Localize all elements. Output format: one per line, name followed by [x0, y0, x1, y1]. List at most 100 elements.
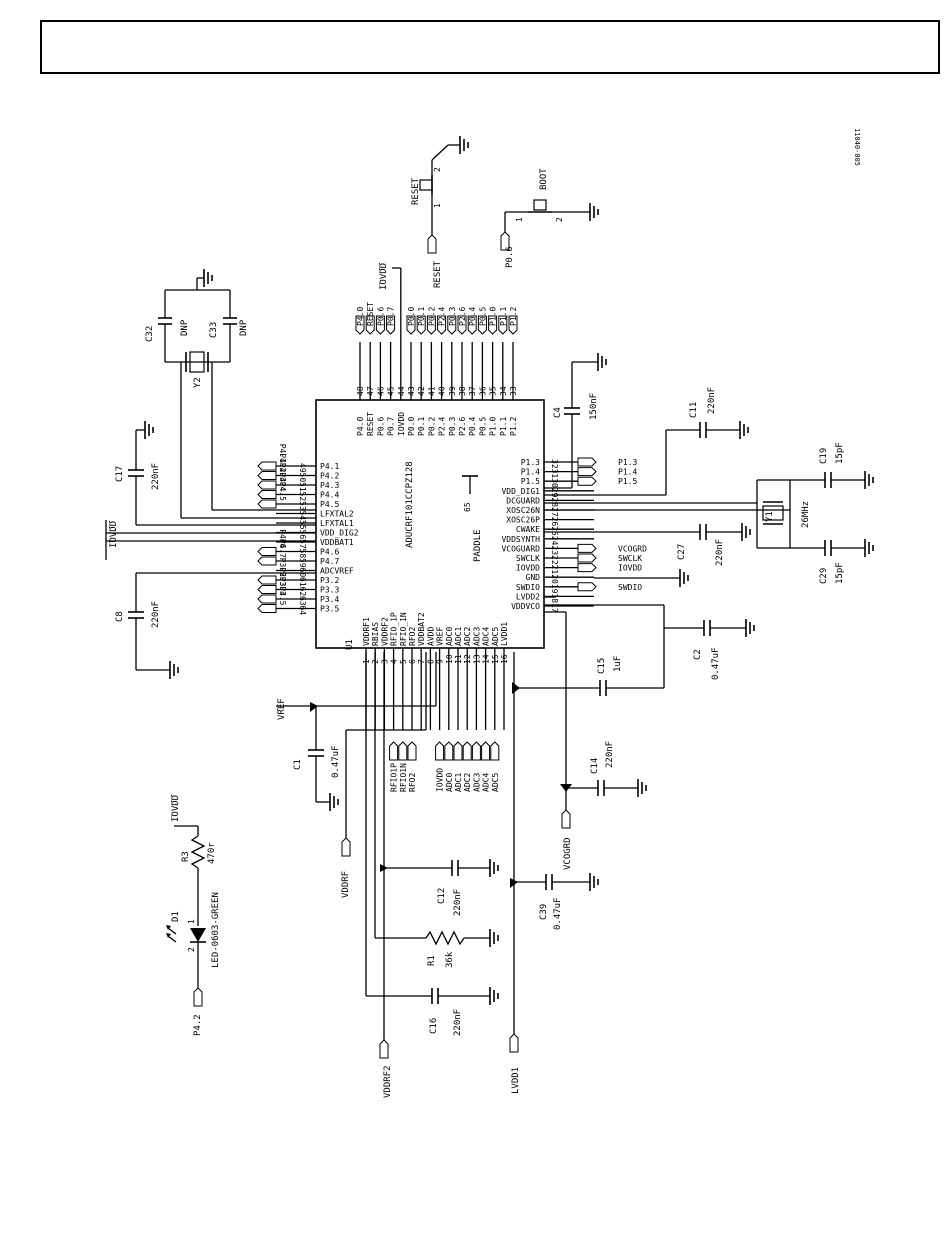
bottom-pin-number-2: 2 — [371, 659, 380, 664]
bottom-net-port-13 — [471, 741, 481, 761]
bottom-pin-name-15: ADC5 — [491, 627, 500, 646]
boot-switch-pin2: 2 — [555, 217, 564, 222]
title-block-frame — [40, 20, 940, 74]
top-pin-name-34: P1.1 — [499, 417, 508, 436]
left-pin-number-61: 61 — [298, 577, 307, 587]
c1-ref: C1 — [293, 759, 303, 770]
c19-ref: C19 — [819, 448, 829, 464]
left-net-port-59 — [257, 556, 277, 566]
c29-ref: C29 — [819, 568, 829, 584]
right-net-label-32: P1.3 — [618, 458, 637, 467]
c39-value: 0.47uF — [553, 897, 563, 930]
lvdd1-port — [509, 1033, 519, 1053]
c8-capacitor: C8 220nF — [115, 572, 316, 671]
reset-switch-ref: RESET — [411, 177, 421, 205]
top-pin-number-45: 45 — [387, 386, 396, 396]
bottom-net-label-10: ADC0 — [445, 773, 454, 792]
top-net-port-37 — [467, 315, 477, 335]
top-pin-number-34: 34 — [499, 386, 508, 396]
reset-port — [427, 234, 437, 254]
top-pin-name-40: P2.4 — [438, 417, 447, 436]
left-pin-number-56: 56 — [298, 530, 307, 540]
ground-symbol-7 — [864, 471, 874, 489]
right-pin-name-22: SWCLK — [516, 554, 540, 563]
right-net-port-23 — [577, 543, 597, 553]
c4-capacitor: C4 150nF — [544, 361, 599, 489]
left-pin-name-64: P3.5 — [320, 605, 339, 614]
right-pin-name-21: IOVDD — [516, 564, 540, 573]
bottom-pin-name-2: RBIAS — [371, 622, 380, 646]
right-pin-number-24: 24 — [550, 536, 559, 546]
right-pin-name-27: XOSC26N — [506, 506, 540, 515]
c29-value: 15pF — [835, 562, 845, 584]
left-pin-name-61: P3.2 — [320, 576, 339, 585]
left-pin-number-52: 52 — [298, 492, 307, 502]
hf-crystal-y1: Y1 26MHz C19 15pF C29 15pF — [544, 442, 865, 584]
ground-symbol-17 — [489, 987, 499, 1005]
bottom-pin-name-3: VDDRF2 — [380, 617, 389, 646]
led-net-port — [193, 987, 203, 1007]
left-net-label-49: P4.1 — [278, 444, 287, 463]
top-net-label-37: P0.4 — [468, 307, 477, 326]
left-pin-name-57: VDDBAT1 — [320, 538, 354, 547]
bottom-pin-number-10: 10 — [445, 654, 454, 664]
bottom-pin-name-10: ADC0 — [445, 627, 454, 646]
bottom-pin-name-1: VDDRF1 — [362, 617, 371, 646]
bottom-pin-name-5: RFIO_1N — [399, 612, 408, 646]
ground-symbol-14 — [169, 661, 179, 679]
top-net-port-43 — [406, 315, 416, 335]
d1-pin2: 2 — [187, 947, 196, 952]
d1-value: LED-0603-GREEN — [211, 892, 221, 968]
right-pin-name-18: LVDD2 — [516, 592, 540, 601]
r1-resistor: R1 36k — [374, 652, 490, 968]
top-net-port-39 — [447, 315, 457, 335]
bottom-pin-number-12: 12 — [463, 654, 472, 664]
right-pin-name-19: SWDIO — [516, 583, 540, 592]
c4-ref: C4 — [553, 407, 563, 418]
right-pin-number-29: 29 — [550, 488, 559, 498]
left-net-port-50 — [257, 471, 277, 480]
ground-symbol-2 — [589, 203, 599, 221]
c33-value: DNP — [239, 319, 249, 336]
vddrf-net-label: VDDRF — [341, 871, 351, 898]
bottom-net-port-11 — [453, 741, 463, 761]
top-net-label-34: P1.1 — [499, 307, 508, 326]
ground-symbol-12 — [637, 779, 647, 797]
c32-ref: C32 — [145, 326, 155, 342]
top-net-label-38: P2.6 — [458, 307, 467, 326]
bottom-pin-number-11: 11 — [454, 654, 463, 664]
top-pin-number-43: 43 — [407, 386, 416, 396]
top-pin-number-41: 41 — [427, 386, 436, 396]
top-net-port-33 — [508, 315, 518, 335]
c33-ref: C33 — [209, 322, 219, 338]
vddrf-net: VDDRF — [341, 652, 427, 898]
left-pin-name-56: VDD_DIG2 — [320, 529, 359, 538]
left-net-label-62: P3.3 — [278, 567, 287, 586]
left-net-port-64 — [257, 604, 277, 613]
chip-part-label: ADUCRF101CCPZ128 — [405, 461, 415, 548]
top-pin-name-47: RESET — [366, 412, 375, 436]
reset-switch-pin2: 2 — [433, 167, 442, 172]
chip-pins: 48P4.047RESET46P0.645P0.744IOVDD43P0.042… — [276, 342, 594, 730]
top-pin-name-41: P0.2 — [427, 417, 436, 436]
bottom-pin-number-15: 15 — [491, 654, 500, 664]
left-pin-number-50: 50 — [298, 473, 307, 483]
top-pin-name-37: P0.4 — [468, 417, 477, 436]
c2-value: 0.47uF — [711, 647, 721, 680]
bottom-net-label-11: ADC1 — [454, 773, 463, 792]
left-pin-name-58: P4.6 — [320, 548, 339, 557]
ground-symbol-8 — [864, 539, 874, 557]
c39-capacitor: C39 0.47uF LVDD1 — [510, 652, 590, 1094]
right-pin-number-25: 25 — [550, 526, 559, 536]
right-net-label-21: IOVDD — [618, 564, 642, 573]
top-pin-number-48: 48 — [356, 386, 365, 396]
lf-crystal-y2: C32 DNP C33 DNP Y2 — [145, 277, 316, 519]
c16-capacitor: C16 220nF — [365, 652, 490, 1036]
top-net-label-45: P0.7 — [387, 307, 396, 326]
top-pin-name-43: P0.0 — [407, 417, 416, 436]
right-net-label-22: SWCLK — [618, 554, 642, 563]
ground-symbol-16 — [489, 929, 499, 947]
c14-capacitor: C14 220nF VCOGRD — [544, 611, 638, 870]
top-pin-number-37: 37 — [468, 386, 477, 396]
